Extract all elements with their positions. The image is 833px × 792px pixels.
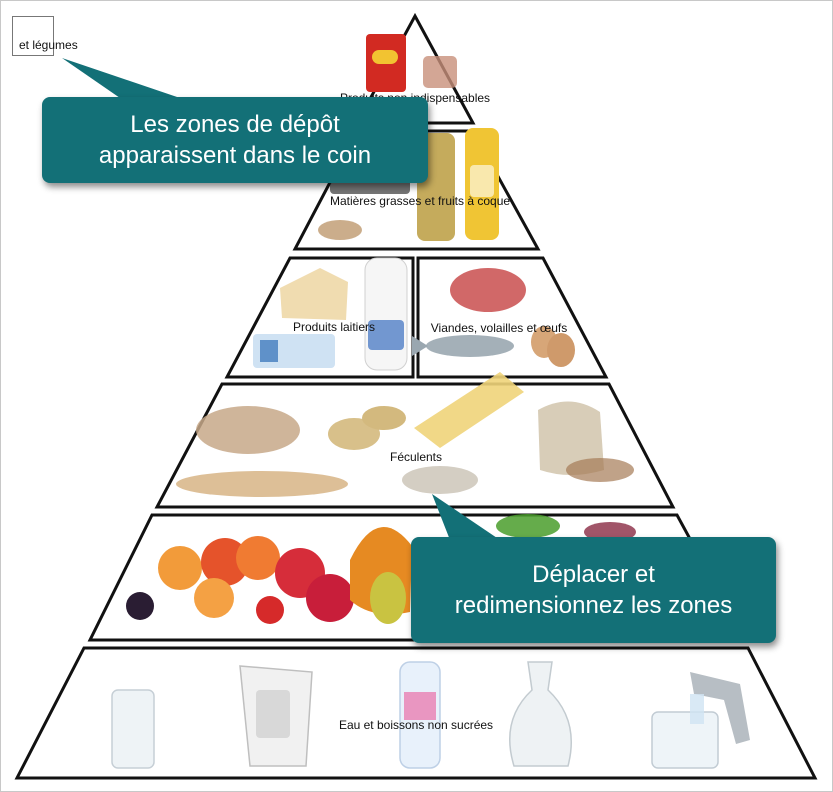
zone-label-fats-nuts: Matières grasses et fruits à coque xyxy=(329,194,511,208)
eggs-icon xyxy=(531,326,575,367)
callout-move-resize: Déplacer et redimensionnez les zones xyxy=(411,537,776,643)
callout-move-line1: Déplacer et xyxy=(532,561,655,588)
zone-label-dairy: Produits laitiers xyxy=(292,320,376,334)
drop-zone-handle[interactable] xyxy=(12,16,54,56)
zone-label-meat-eggs: Viandes, volailles et œufs xyxy=(430,321,568,335)
crisps-bag-icon xyxy=(366,34,457,92)
bread-icon xyxy=(176,406,348,497)
callout-drop-line1: Les zones de dépôt xyxy=(130,111,340,138)
flour-sack-icon xyxy=(402,401,634,494)
drop-zone-label[interactable]: et légumes xyxy=(19,38,78,52)
cheese-icon xyxy=(253,268,348,368)
fruits-icon xyxy=(126,514,636,624)
water-jug-icon xyxy=(239,665,313,767)
fish-icon xyxy=(412,335,514,357)
zone-label-water: Eau et boissons non sucrées xyxy=(338,718,494,732)
pasta-icon xyxy=(414,372,524,448)
callout-drop-line2: apparaissent dans le coin xyxy=(98,142,372,169)
steak-icon xyxy=(450,268,526,312)
callout-move-pointer xyxy=(432,494,500,540)
zone-label-starches: Féculents xyxy=(389,450,443,464)
potatoes-icon xyxy=(328,406,406,450)
milk-bottle-icon xyxy=(364,257,408,371)
tap-icon xyxy=(651,672,750,769)
callout-drop-zones: Les zones de dépôt apparaissent dans le … xyxy=(42,97,428,183)
callout-move-line2: redimensionnez les zones xyxy=(454,592,733,619)
water-bottle-icon xyxy=(399,661,441,769)
callout-drop-pointer xyxy=(62,58,180,98)
water-glass-icon xyxy=(111,689,155,769)
carafe-icon xyxy=(508,661,572,767)
